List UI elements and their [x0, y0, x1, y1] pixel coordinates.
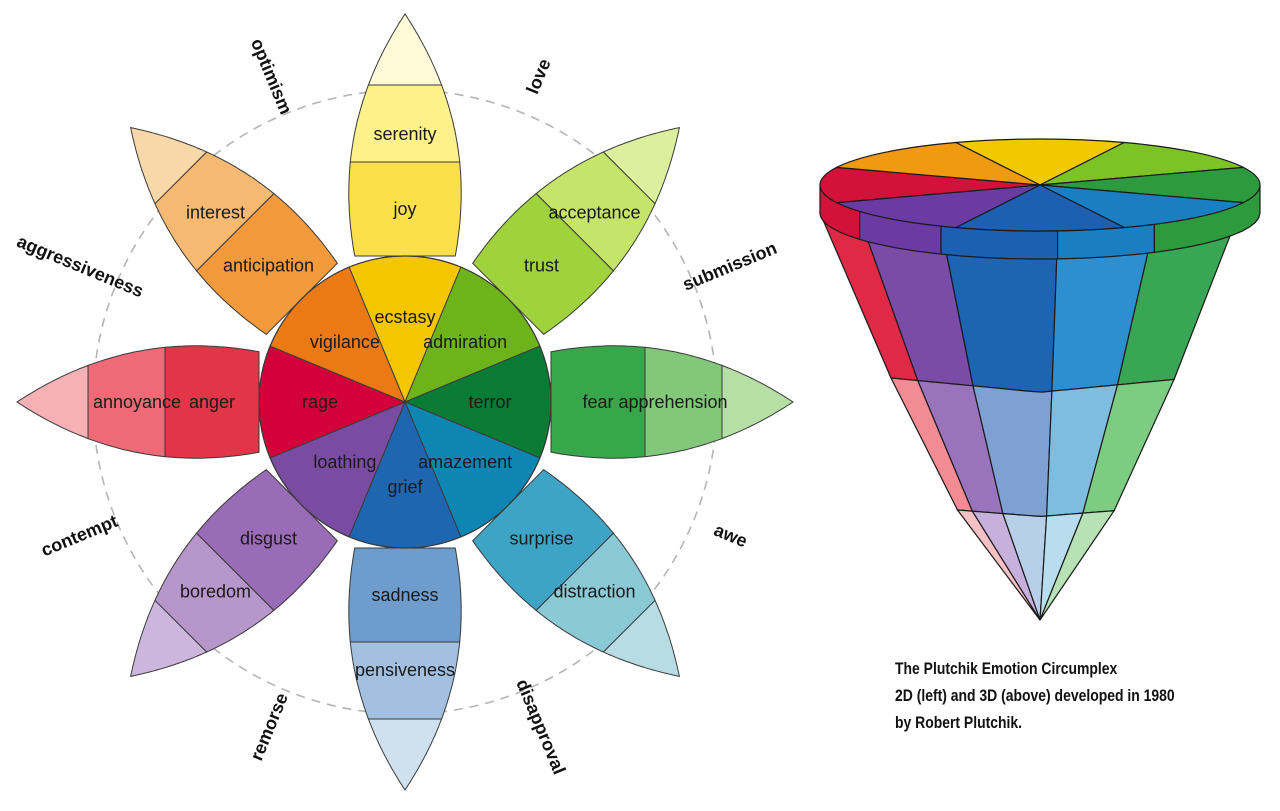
emotion-label-middle: disgust — [240, 529, 297, 549]
caption-line-2: 2D (left) and 3D (above) developed in 19… — [895, 686, 1175, 705]
cone-rim — [819, 184, 1261, 260]
emotion-label-middle: joy — [392, 199, 416, 219]
petal-band-4-0 — [367, 718, 443, 791]
cone-body — [819, 212, 1239, 621]
emotion-label-middle: trust — [524, 256, 559, 276]
emotion-label-inner: vigilance — [310, 332, 380, 352]
petal-band-3-0 — [602, 599, 681, 678]
emotion-label-middle: fear — [582, 392, 613, 412]
petal-anticipation — [129, 126, 338, 335]
cone-top-wedge — [1039, 184, 1246, 229]
cone-top-wedge — [1039, 166, 1261, 204]
emotion-label-middle: sadness — [371, 585, 438, 605]
dyad-label-aggressiveness: aggressiveness — [14, 231, 146, 301]
emotion-label-layer: serenity joy ecstasy acceptance trust admirat… — [93, 124, 728, 680]
dyad-label-love: love — [522, 56, 554, 97]
cone-top-wedge — [953, 138, 1127, 186]
figure-caption: The Plutchik Emotion Circumplex 2D (left… — [895, 655, 1190, 736]
petal-band-0-2 — [348, 161, 462, 257]
emotion-label-middle: surprise — [509, 529, 573, 549]
petal-disgust — [129, 469, 338, 678]
caption-line-1: The Plutchik Emotion Circumplex — [895, 659, 1118, 678]
emotion-label-inner: ecstasy — [374, 307, 435, 327]
petal-surprise — [472, 469, 681, 678]
petal-anger — [16, 345, 260, 459]
dyad-label-awe: awe — [711, 520, 750, 552]
petal-band-5-0 — [129, 599, 208, 678]
dyad-label-optimism: optimism — [247, 36, 296, 118]
emotion-label-outer: interest — [186, 203, 245, 223]
emotion-label-outer: boredom — [180, 582, 251, 602]
emotion-label-inner: amazement — [418, 452, 512, 472]
petal-layer — [16, 13, 794, 791]
petal-band-0-0 — [367, 13, 443, 86]
inner-circle — [258, 255, 552, 549]
plutchik-cone-3d — [819, 138, 1261, 621]
emotion-label-inner: loathing — [313, 452, 376, 472]
petal-band-1-0 — [602, 126, 681, 205]
emotion-label-inner: terror — [468, 392, 511, 412]
inner-circle-layer — [258, 255, 552, 549]
petal-band-5-2 — [195, 469, 338, 612]
emotion-label-middle: anticipation — [223, 256, 314, 276]
petal-band-2-2 — [550, 345, 646, 459]
emotion-label-inner: grief — [387, 477, 423, 497]
petal-band-2-0 — [721, 364, 794, 440]
petal-fear — [550, 345, 794, 459]
petal-band-1-1 — [535, 151, 656, 272]
petal-trust — [472, 126, 681, 335]
emotion-label-outer: distraction — [553, 582, 635, 602]
petal-band-7-1 — [154, 151, 275, 272]
plutchik-wheel-2d: serenity joy ecstasy acceptance trust admirat… — [14, 13, 794, 791]
emotion-label-outer: acceptance — [548, 203, 640, 223]
petal-band-3-2 — [472, 469, 615, 612]
cone-top — [819, 138, 1261, 232]
cone-top-wedge — [819, 166, 1041, 204]
petal-band-7-0 — [129, 126, 208, 205]
petal-band-6-0 — [16, 364, 89, 440]
emotion-label-middle: anger — [189, 392, 235, 412]
petal-band-3-1 — [535, 532, 656, 653]
petal-band-0-1 — [349, 84, 461, 163]
petal-band-6-1 — [87, 346, 166, 458]
emotion-label-inner: admiration — [423, 332, 507, 352]
petal-joy — [348, 13, 462, 257]
caption-line-3: by Robert Plutchik. — [895, 713, 1023, 732]
cone-top-wedge — [834, 141, 1041, 186]
emotion-label-outer: annoyance — [93, 392, 181, 412]
cone-band-cell — [1039, 509, 1116, 621]
petal-band-7-2 — [195, 192, 338, 335]
petal-band-6-2 — [164, 345, 260, 459]
emotion-label-outer: serenity — [373, 124, 436, 144]
emotion-label-inner: rage — [302, 392, 338, 412]
petal-band-5-1 — [154, 532, 275, 653]
petal-sadness — [348, 547, 462, 791]
emotion-label-outer: pensiveness — [355, 660, 455, 680]
cone-top-wedge — [834, 184, 1041, 229]
petal-band-1-2 — [472, 192, 615, 335]
dyad-label-contempt: contempt — [38, 511, 120, 560]
petal-band-2-1 — [644, 346, 723, 458]
dyad-label-disapproval: disapproval — [512, 676, 569, 777]
cone-top-wedge — [1039, 141, 1246, 186]
dyad-label-submission: submission — [680, 238, 780, 295]
cone-top-wedge — [953, 184, 1127, 232]
dyad-label-remorse: remorse — [246, 690, 292, 763]
petal-band-4-1 — [349, 641, 461, 720]
petal-band-4-2 — [348, 547, 462, 643]
emotion-label-outer: apprehension — [618, 392, 727, 412]
